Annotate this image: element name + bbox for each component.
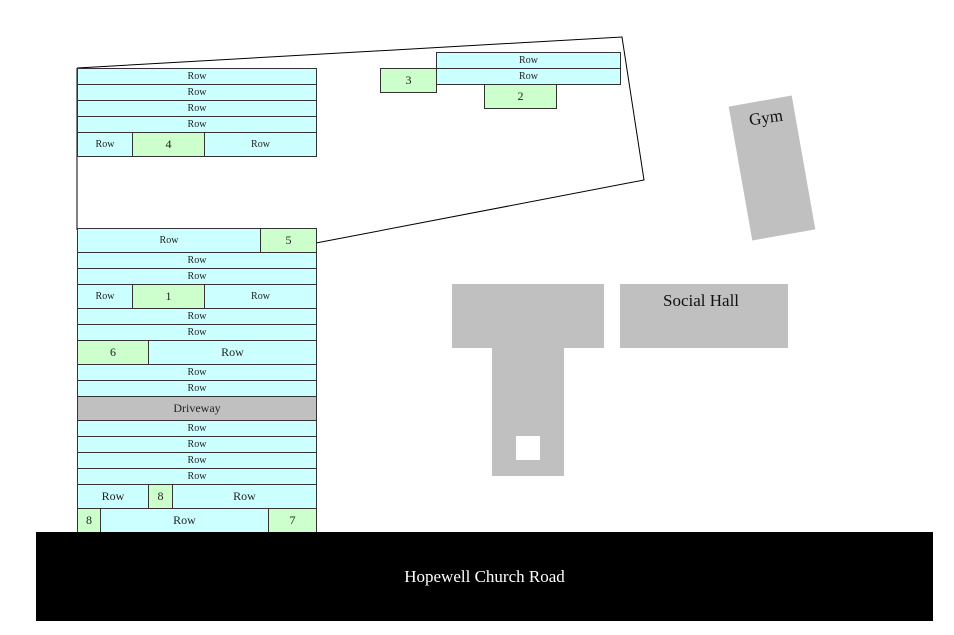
parking-row: Row — [77, 252, 317, 269]
parking-row: Row — [148, 340, 317, 365]
building-courtyard — [516, 436, 540, 460]
parking-row: Row — [77, 228, 261, 253]
parking-spot-2: 2 — [484, 84, 557, 109]
parking-row: Row — [77, 132, 133, 157]
parking-row: Row — [77, 268, 317, 285]
parking-spot-8: 8 — [148, 484, 173, 509]
parking-row: Row — [77, 452, 317, 469]
parking-row: Row — [204, 132, 317, 157]
parking-row: Row — [77, 84, 317, 101]
road-label: Hopewell Church Road — [404, 566, 565, 586]
parking-row: Row — [100, 508, 269, 533]
parking-spot-1: 1 — [132, 284, 205, 309]
parking-row: Row — [204, 284, 317, 309]
parking-row: Row — [77, 484, 149, 509]
parking-row: Row — [77, 420, 317, 437]
parking-row: Row — [77, 468, 317, 485]
parking-row: Row — [436, 68, 621, 85]
social-hall-label: Social Hall — [663, 291, 740, 310]
social-hall-building — [620, 284, 788, 348]
parking-row: Row — [77, 284, 133, 309]
parking-spot-7: 7 — [268, 508, 317, 533]
parking-row: Row — [77, 116, 317, 133]
parking-row: Row — [77, 100, 317, 117]
parking-spot-5: 5 — [260, 228, 317, 253]
parking-spot-4: 4 — [132, 132, 205, 157]
parking-spot-6: 6 — [77, 340, 149, 365]
parking-row: Row — [77, 380, 317, 397]
parking-row: Row — [77, 436, 317, 453]
parking-spot-8: 8 — [77, 508, 101, 533]
hopewell-church-road: Hopewell Church Road — [36, 532, 933, 621]
parking-row: Row — [77, 364, 317, 381]
parking-spot-3: 3 — [380, 68, 437, 93]
parking-row: Row — [77, 68, 317, 85]
church-building-top — [452, 284, 604, 348]
parking-row: Row — [172, 484, 317, 509]
driveway: Driveway — [77, 396, 317, 421]
parking-row: Row — [436, 52, 621, 69]
parking-row: Row — [77, 324, 317, 341]
parking-row: Row — [77, 308, 317, 325]
